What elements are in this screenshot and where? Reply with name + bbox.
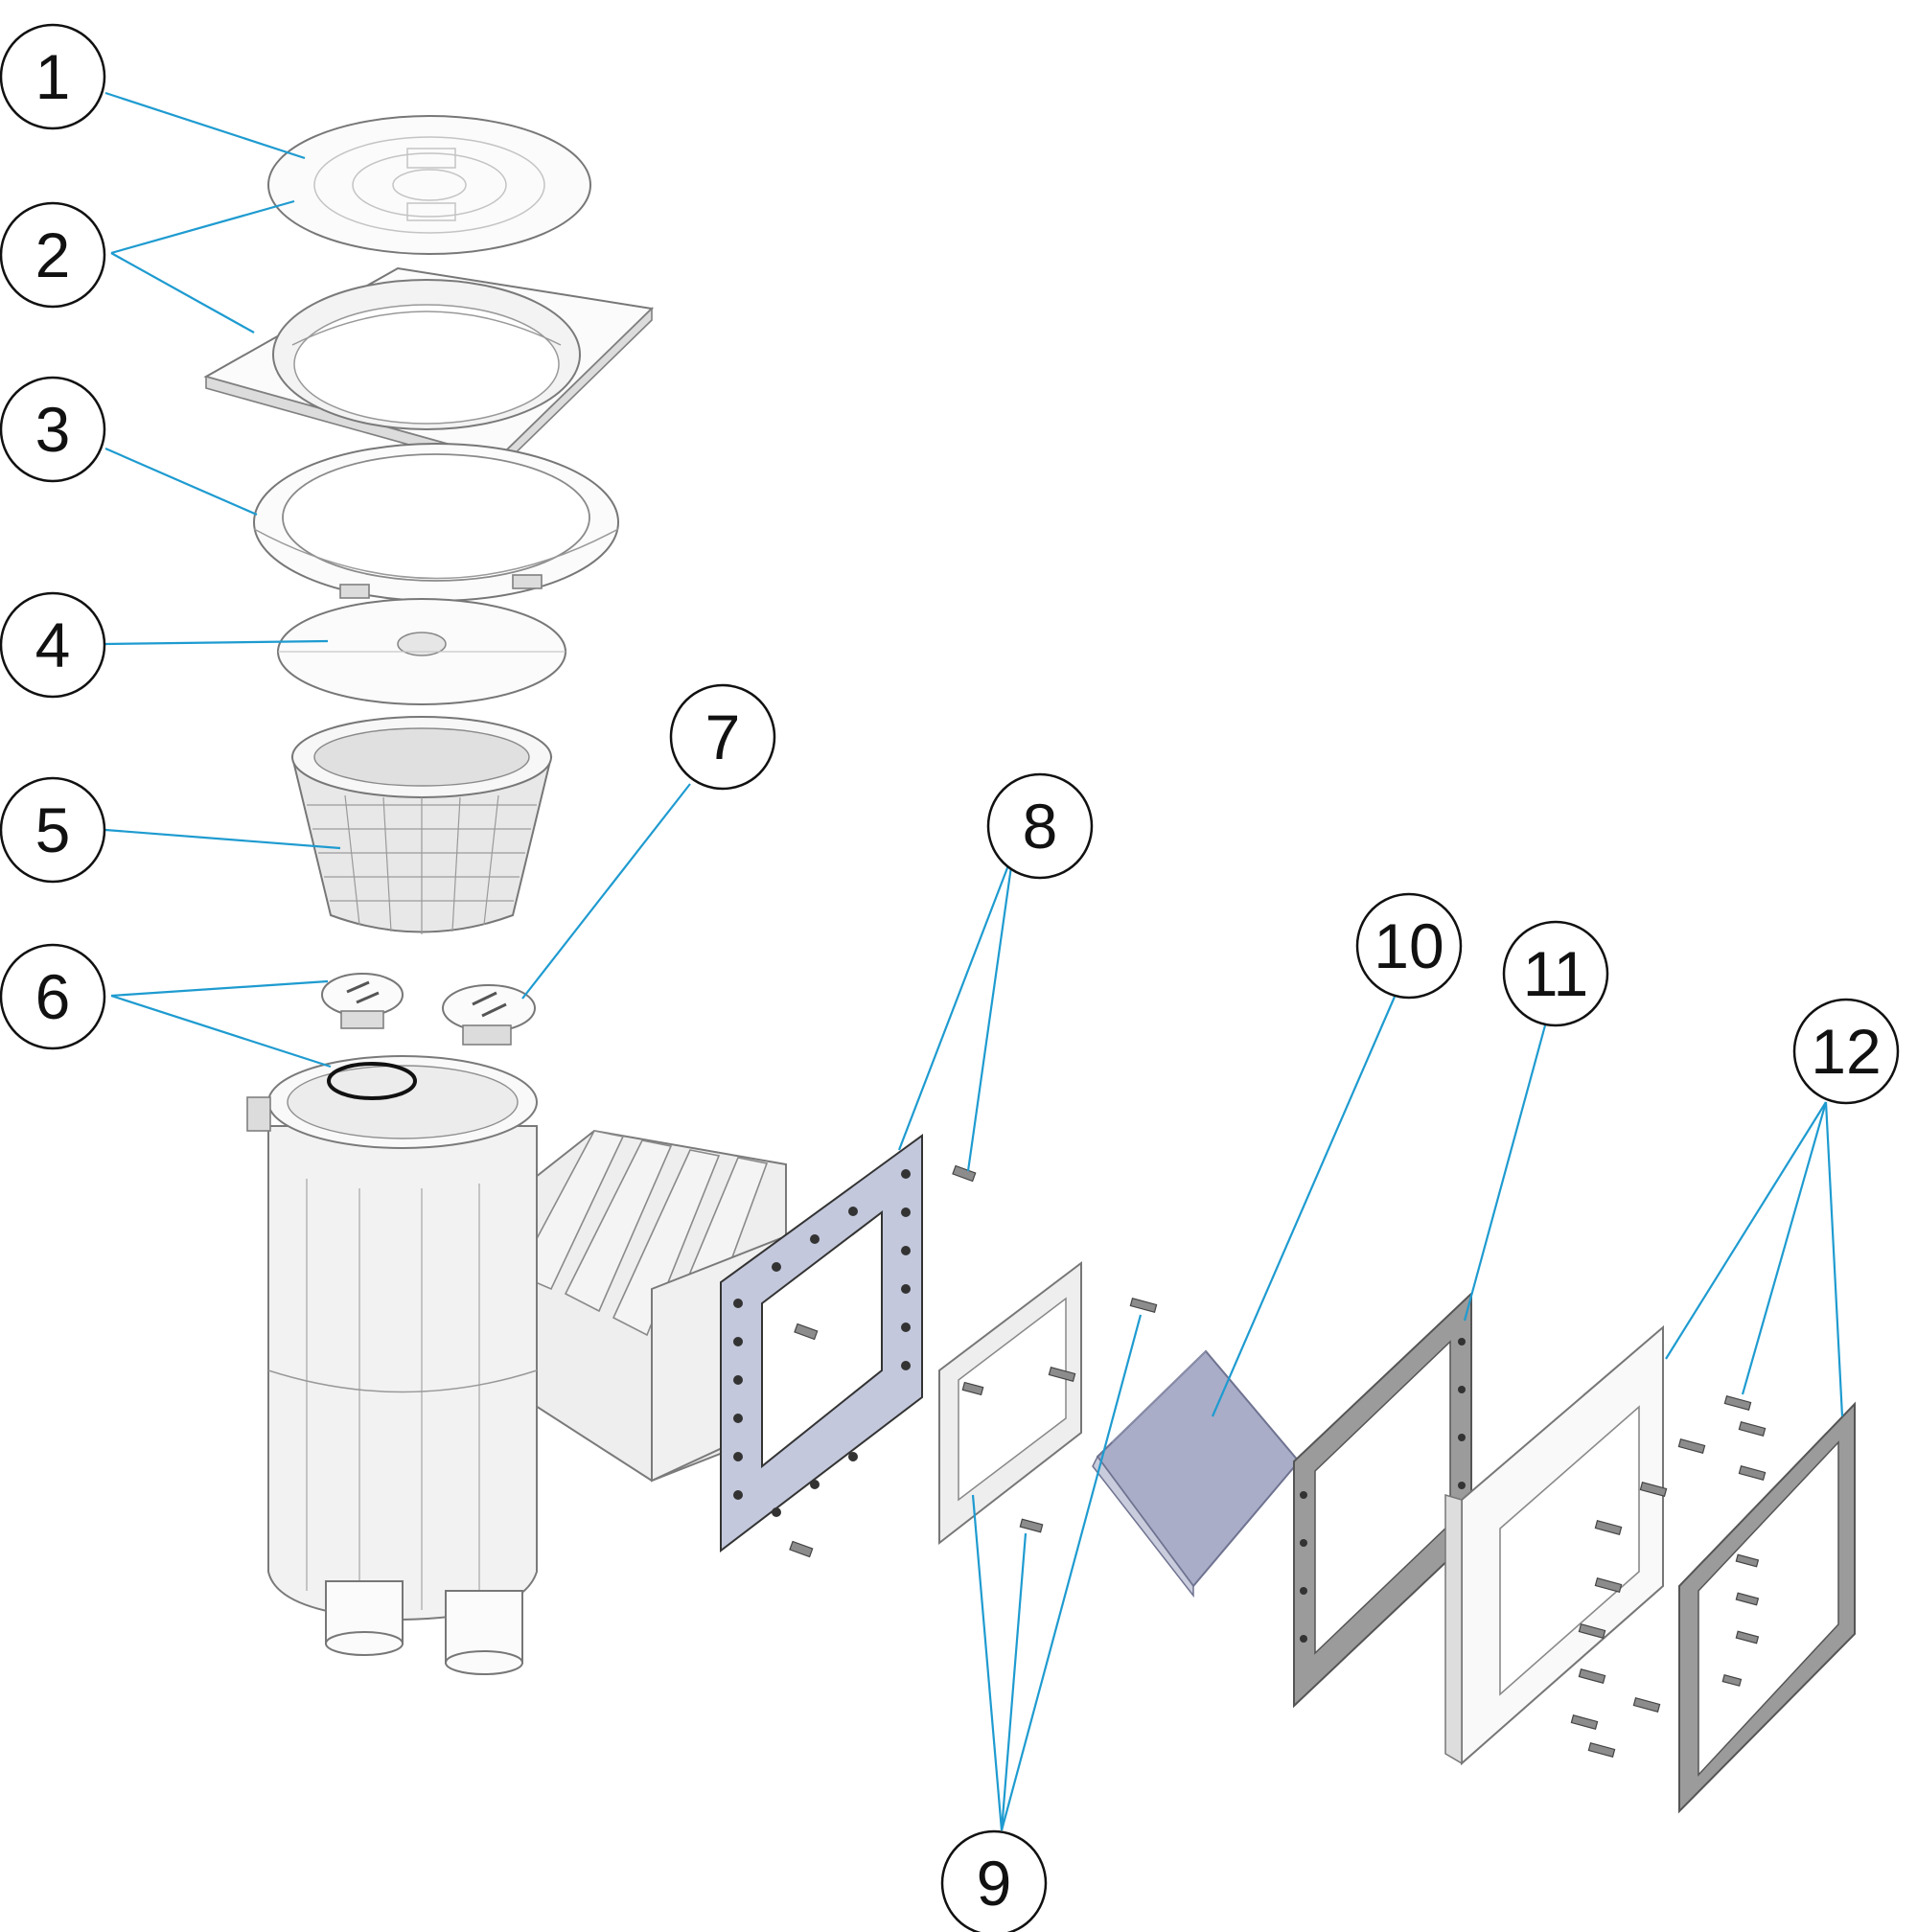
part-plug [321, 973, 404, 1029]
callout-label: 5 [35, 794, 71, 865]
part-faceplate-screws [1570, 1395, 1767, 1758]
part-lid [267, 115, 591, 255]
part-weir-flap [1092, 1349, 1301, 1598]
part-collar [203, 266, 655, 472]
part-adjustment-ring [253, 443, 619, 602]
callout-label: 8 [1023, 791, 1058, 862]
callout-4: 4 [0, 591, 106, 699]
callout-5: 5 [0, 776, 106, 884]
callout-9: 9 [940, 1829, 1048, 1932]
callout-3: 3 [0, 376, 106, 483]
callout-label: 6 [35, 961, 71, 1032]
callout-12: 12 [1792, 998, 1900, 1105]
callout-11: 11 [1502, 920, 1609, 1027]
callout-label: 2 [35, 219, 71, 290]
part-cover-plate [277, 598, 566, 705]
callout-label: 11 [1523, 938, 1589, 1009]
callout-10: 10 [1355, 892, 1463, 1000]
callout-label: 7 [705, 702, 741, 772]
part-basket [290, 716, 553, 934]
callout-7: 7 [669, 683, 776, 791]
callout-1: 1 [0, 23, 106, 130]
callout-label: 4 [35, 610, 71, 680]
part-flange-screws [789, 1164, 977, 1558]
callout-label: 12 [1811, 1016, 1881, 1087]
leader-lines [104, 91, 1844, 1831]
callout-8: 8 [986, 772, 1094, 880]
callout-6: 6 [0, 943, 106, 1050]
part-flange-frame [720, 1134, 923, 1553]
callout-label: 3 [35, 394, 71, 465]
callout-2: 2 [0, 201, 106, 309]
part-retaining-frame [938, 1260, 1158, 1546]
callout-label: 9 [977, 1848, 1012, 1919]
part-gasket [1293, 1291, 1472, 1709]
callout-label: 10 [1374, 910, 1444, 981]
part-faceplate-gasket [1678, 1401, 1856, 1814]
callout-label: 1 [35, 41, 71, 112]
part-faceplate [1444, 1324, 1664, 1766]
part-skimmer-body [246, 1055, 787, 1675]
part-plug-7 [442, 984, 536, 1046]
